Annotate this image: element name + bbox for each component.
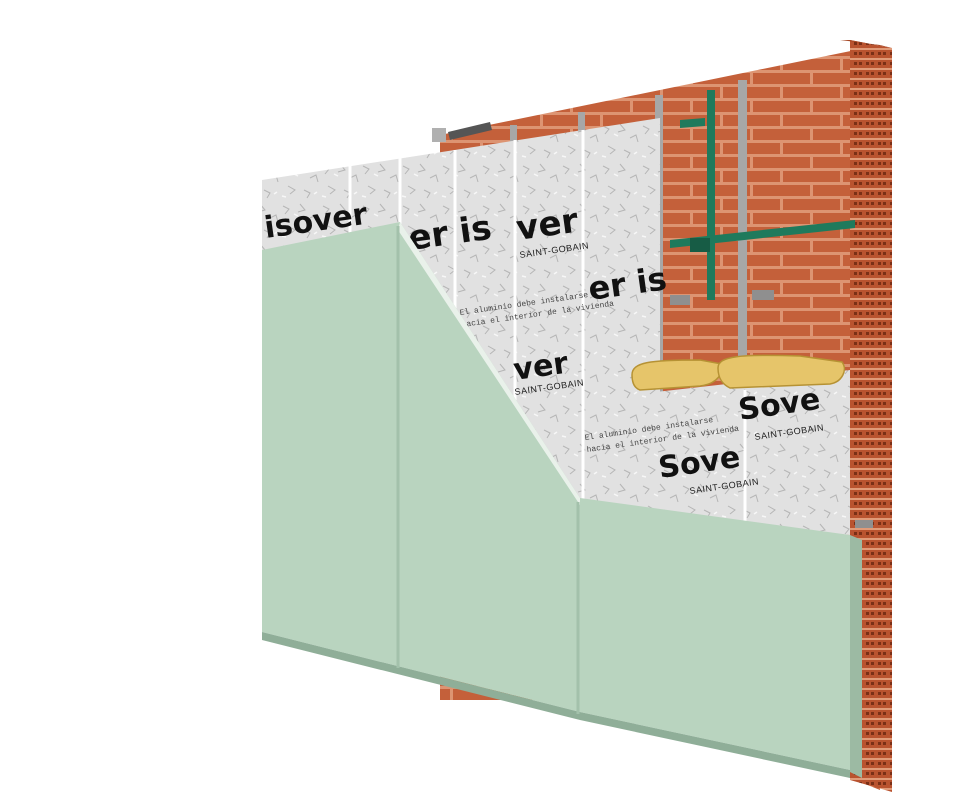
plasterboard bbox=[262, 222, 862, 778]
wool-roll-2 bbox=[717, 354, 846, 389]
water-pipes bbox=[670, 90, 855, 300]
brand-print-4: ver bbox=[511, 346, 570, 388]
board-cut-edge bbox=[398, 222, 580, 505]
stud-2 bbox=[738, 80, 747, 380]
pipe-vertical bbox=[707, 90, 715, 300]
bracket-3 bbox=[855, 520, 873, 528]
conduit-cap bbox=[432, 128, 446, 142]
bracket-2 bbox=[752, 290, 774, 300]
conduit-wire bbox=[448, 122, 492, 140]
brand-print-3: ver bbox=[514, 201, 581, 249]
board-face bbox=[262, 222, 850, 770]
pipe-tee bbox=[690, 238, 710, 252]
bracket-1 bbox=[670, 295, 690, 305]
pipe-elbow bbox=[680, 118, 705, 128]
board-side-edge bbox=[850, 535, 862, 778]
board-bottom-edge bbox=[262, 632, 850, 778]
top-conduit bbox=[432, 122, 492, 142]
pipe-horizontal bbox=[670, 220, 855, 248]
foil-lower-right bbox=[630, 370, 850, 535]
